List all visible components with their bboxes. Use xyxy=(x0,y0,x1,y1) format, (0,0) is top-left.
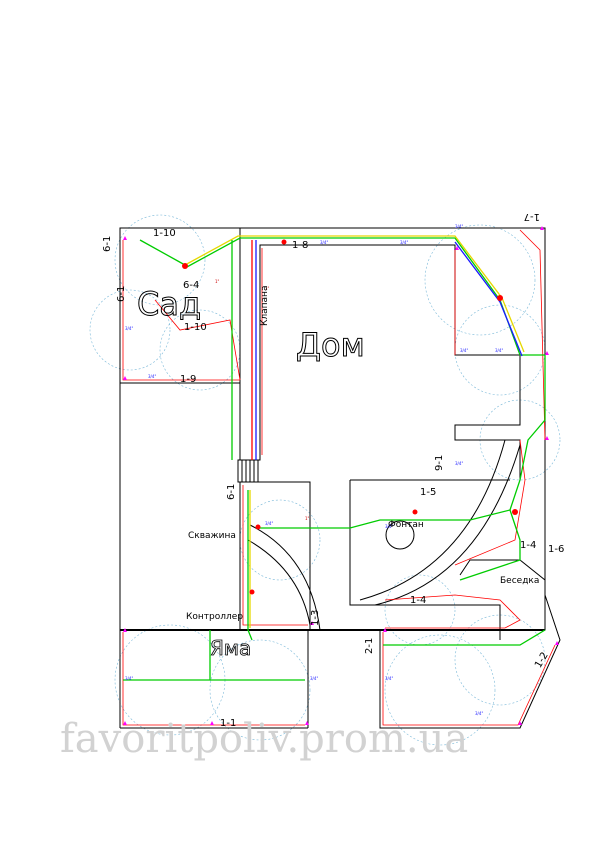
svg-text:1": 1" xyxy=(265,286,270,291)
zone-label: 1-9 xyxy=(180,374,196,385)
zone-label: 1-3 xyxy=(310,610,321,626)
zone-label: 6-4 xyxy=(183,280,199,291)
svg-text:3/4": 3/4" xyxy=(460,348,468,353)
gazebo-label: Беседка xyxy=(500,576,539,586)
svg-text:3/4": 3/4" xyxy=(310,676,318,681)
svg-text:3/4": 3/4" xyxy=(475,711,483,716)
pipes xyxy=(123,235,546,681)
zone-label: 6-1 xyxy=(102,236,113,252)
zone-label: 1-5 xyxy=(420,487,436,498)
pit-label: Яма xyxy=(210,636,251,660)
zone-boundaries xyxy=(122,229,556,726)
zone-label: 1-7 xyxy=(524,211,540,222)
svg-text:3/4": 3/4" xyxy=(125,326,133,331)
svg-text:3/4": 3/4" xyxy=(125,676,133,681)
junctions xyxy=(182,239,518,595)
stairs xyxy=(237,459,259,483)
svg-text:3/4": 3/4" xyxy=(265,521,273,526)
zone-label: 1-6 xyxy=(548,544,564,555)
valve-label: Клапана xyxy=(260,286,270,326)
controller-label: Контроллер xyxy=(186,612,243,622)
zone-label: 1-4 xyxy=(520,540,536,551)
zone-label: 1-4 xyxy=(410,595,426,606)
zone-label: 9-1 xyxy=(434,455,445,471)
svg-text:1": 1" xyxy=(215,279,220,284)
sprinkler-markers xyxy=(123,226,559,725)
zone-label: 6-1 xyxy=(226,484,237,500)
zone-label: 1-1 xyxy=(220,718,236,729)
zone-label: 1-8 xyxy=(292,240,308,251)
house-label: Дом xyxy=(296,326,365,364)
zone-label: 1-10 xyxy=(184,322,207,333)
fountain-label: Фонтан xyxy=(388,520,424,530)
svg-text:3/4": 3/4" xyxy=(320,240,328,245)
svg-text:3/4": 3/4" xyxy=(455,224,463,229)
watermark: favoritpoliv.prom.ua xyxy=(60,716,468,762)
pipe-size-notes: 3/4" 3/4" 3/4" 3/4" 3/4" 3/4" 3/4" 3/4" … xyxy=(125,224,503,716)
zone-label: 2-1 xyxy=(364,638,375,654)
svg-text:3/4": 3/4" xyxy=(148,374,156,379)
well-label: Скважина xyxy=(188,531,236,541)
svg-text:3/4": 3/4" xyxy=(385,524,393,529)
svg-text:1": 1" xyxy=(305,516,310,521)
svg-text:3/4": 3/4" xyxy=(455,461,463,466)
zone-label-group: 1-10 6-1 1-8 1-7 1-9 1-3 6-1 6-4 1-10 1-… xyxy=(102,211,564,729)
svg-text:3/4": 3/4" xyxy=(400,240,408,245)
fountain xyxy=(385,520,415,550)
garden-label: Сад xyxy=(137,285,201,323)
svg-text:3/4": 3/4" xyxy=(385,676,393,681)
zone-label: 6-1 xyxy=(116,286,127,302)
svg-text:3/4": 3/4" xyxy=(495,348,503,353)
zone-label: 1-10 xyxy=(153,228,176,239)
